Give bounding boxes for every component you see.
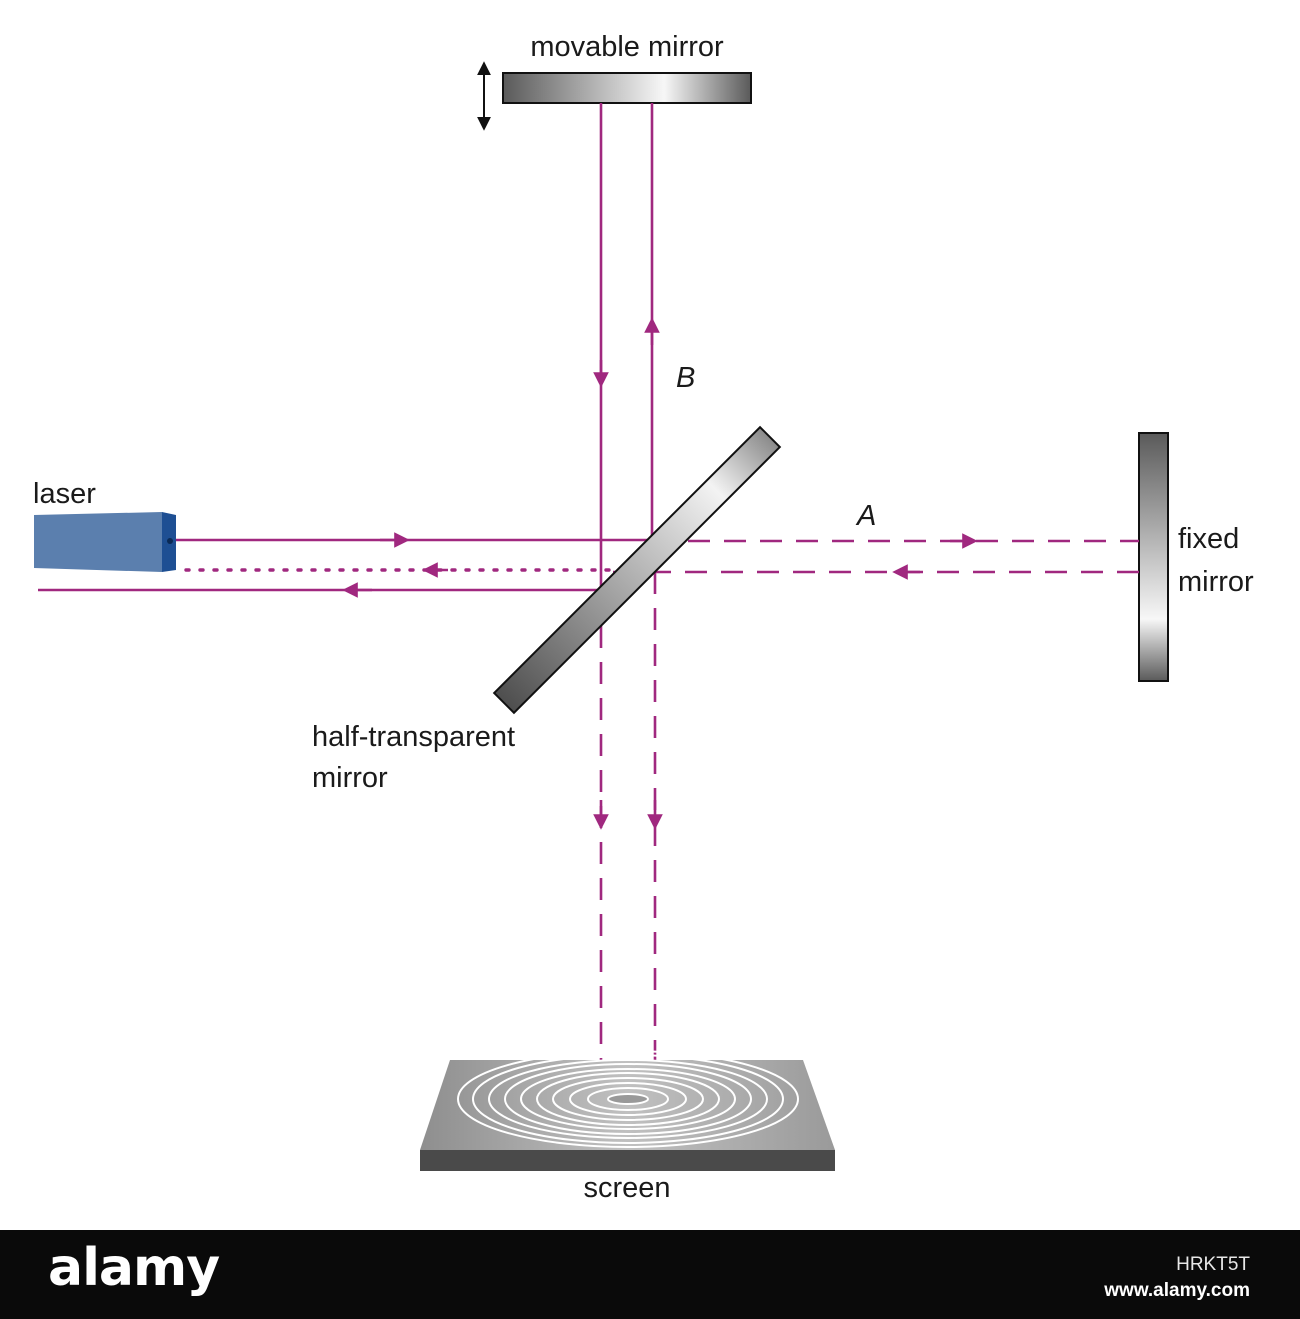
beam-paths (38, 103, 1139, 1095)
label-half-mirror-2: mirror (312, 762, 388, 794)
interference-rings (457, 1050, 799, 1148)
interferometer-diagram: movable mirror laser B A fixed mirror ha… (33, 31, 1254, 1204)
label-movable-mirror: movable mirror (530, 31, 724, 63)
label-fixed-mirror-2: mirror (1178, 566, 1254, 598)
screen-plate (420, 1050, 835, 1171)
label-screen: screen (583, 1172, 670, 1204)
brand-logo: alamy (48, 1238, 220, 1298)
half-transparent-mirror (492, 425, 782, 715)
site-url: www.alamy.com (1104, 1280, 1250, 1301)
label-half-mirror-1: half-transparent (312, 721, 515, 753)
label-laser: laser (33, 478, 96, 510)
label-fixed-mirror-1: fixed (1178, 523, 1239, 555)
label-beam-a: A (855, 500, 876, 532)
movable-mirror (502, 72, 752, 104)
image-id: HRKT5T (1176, 1254, 1250, 1275)
label-beam-b: B (676, 362, 695, 394)
watermark-footer: alamy HRKT5T www.alamy.com (0, 1230, 1300, 1319)
laser-device (34, 512, 176, 572)
fixed-mirror (1138, 432, 1169, 682)
